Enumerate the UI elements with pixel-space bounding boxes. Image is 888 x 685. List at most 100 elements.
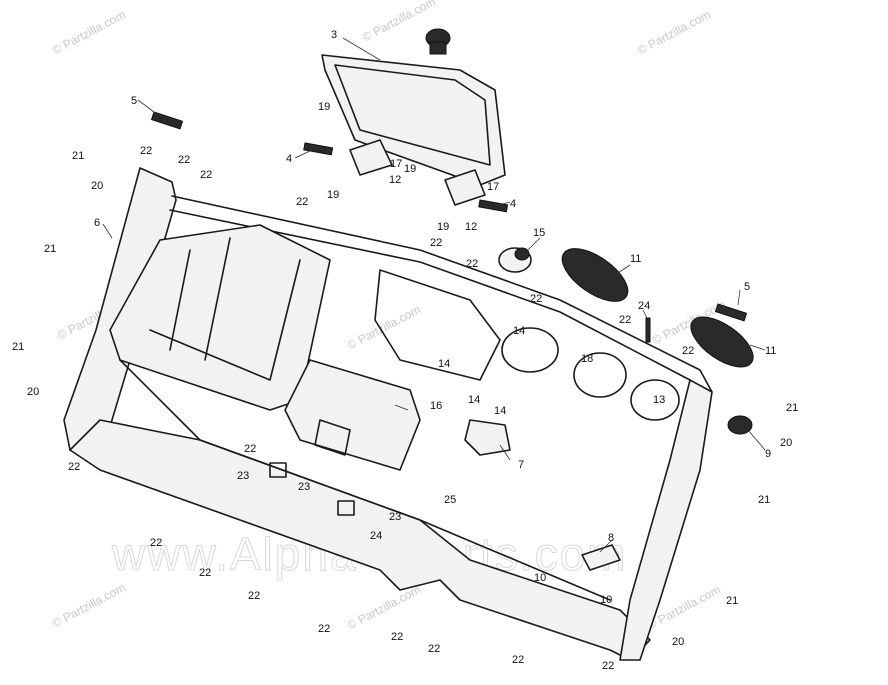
hinge-right	[444, 169, 486, 206]
callout-22: 22	[428, 643, 440, 655]
power-socket	[498, 247, 532, 273]
callout-11: 11	[765, 345, 776, 357]
callout-9: 9	[765, 448, 771, 460]
clips	[269, 462, 355, 516]
power-socket-face	[514, 247, 530, 261]
leader	[749, 344, 766, 351]
callout-24: 23	[237, 470, 249, 482]
callout-22: 22	[296, 196, 308, 208]
partzilla-watermark: © Partzilla.com	[345, 582, 423, 632]
center-bracket-window	[314, 419, 351, 456]
callout-14: 14	[438, 358, 450, 370]
callout-22: 22	[150, 537, 162, 549]
callout-22: 22	[140, 145, 152, 157]
callout-22: 22	[178, 154, 190, 166]
foam-pad-right	[714, 303, 748, 322]
bolt-right	[478, 199, 509, 213]
callout-21: 21	[786, 402, 798, 414]
callout-20: 20	[780, 437, 792, 449]
back-wall-edge	[119, 359, 611, 601]
callout-22: 22	[199, 567, 211, 579]
callout-22: 22	[318, 623, 330, 635]
callout-12: 12	[389, 174, 401, 186]
gauge-ring-left	[501, 327, 559, 373]
partzilla-watermark: © Partzilla.com	[50, 7, 128, 57]
partzilla-watermark: © Partzilla.com	[50, 580, 128, 630]
callout-14: 14	[494, 405, 506, 417]
callout-17: 17	[390, 158, 402, 170]
top-rail-inner	[169, 209, 691, 381]
callout-22: 22	[682, 345, 694, 357]
callout-21: 21	[12, 341, 24, 353]
callout-21: 21	[758, 494, 770, 506]
callout-19: 19	[318, 101, 330, 113]
storage-bin	[109, 224, 331, 411]
callout-24: 24	[370, 530, 382, 542]
callout-4: 4	[286, 153, 292, 165]
callout-22: 22	[248, 590, 260, 602]
clip-right	[337, 500, 355, 516]
callout-20: 20	[672, 636, 684, 648]
callout-21: 21	[44, 243, 56, 255]
hinge-left	[349, 139, 393, 176]
callout-22: 22	[430, 237, 442, 249]
latch-base	[429, 41, 447, 55]
callout-2: 25	[444, 494, 456, 506]
leader	[102, 223, 113, 239]
callout-12: 12	[465, 221, 477, 233]
callout-22: 22	[68, 461, 80, 473]
leader-lines	[102, 37, 766, 553]
callout-23: 23	[389, 511, 401, 523]
speaker-grille-left	[561, 248, 629, 302]
callout-20: 20	[91, 180, 103, 192]
top-rail	[171, 195, 713, 393]
callout-21: 21	[72, 150, 84, 162]
leader	[527, 237, 541, 251]
cap-knob	[727, 415, 753, 435]
partzilla-watermark: © Partzilla.com	[635, 7, 713, 57]
mount-plate	[581, 544, 621, 571]
switch-housing	[464, 419, 511, 456]
callout-17: 17	[487, 181, 499, 193]
callout-6: 6	[94, 217, 100, 229]
storage-bin-ribs	[169, 237, 231, 361]
gauge-opening	[374, 269, 501, 381]
callout-22: 22	[466, 258, 478, 270]
right-side-panel	[619, 379, 713, 661]
leader	[499, 444, 511, 461]
callout-3: 3	[331, 29, 337, 41]
latch	[425, 28, 451, 55]
glovebox-lid-inner	[334, 64, 491, 166]
leader	[497, 201, 511, 206]
glovebox-lid	[321, 54, 506, 186]
callout-14: 14	[513, 325, 525, 337]
leader	[642, 309, 649, 321]
leader	[614, 264, 631, 276]
glovebox-lid-outer	[321, 54, 506, 186]
callout-23: 23	[298, 481, 310, 493]
callout-19: 19	[437, 221, 449, 233]
callout-5: 5	[131, 95, 137, 107]
storage-bin-edge	[149, 259, 301, 381]
callout-8: 8	[608, 532, 614, 544]
clip-left	[269, 462, 287, 478]
callout-20: 20	[27, 386, 39, 398]
callout-22: 22	[530, 293, 542, 305]
callout-22: 22	[512, 654, 524, 666]
speaker-grille-right	[690, 316, 754, 368]
callout-10: 10	[600, 594, 612, 606]
leader	[747, 429, 766, 451]
callout-22: 22	[391, 631, 403, 643]
callout-14: 14	[468, 394, 480, 406]
foam-pad-left	[150, 111, 184, 130]
screw-25	[645, 317, 651, 343]
callout-22: 22	[619, 314, 631, 326]
leader	[137, 99, 159, 116]
callout-15: 15	[533, 227, 545, 239]
callout-22: 22	[602, 660, 614, 672]
callout-25: 24	[638, 300, 650, 312]
callout-5: 5	[744, 281, 750, 293]
leader	[294, 149, 313, 159]
